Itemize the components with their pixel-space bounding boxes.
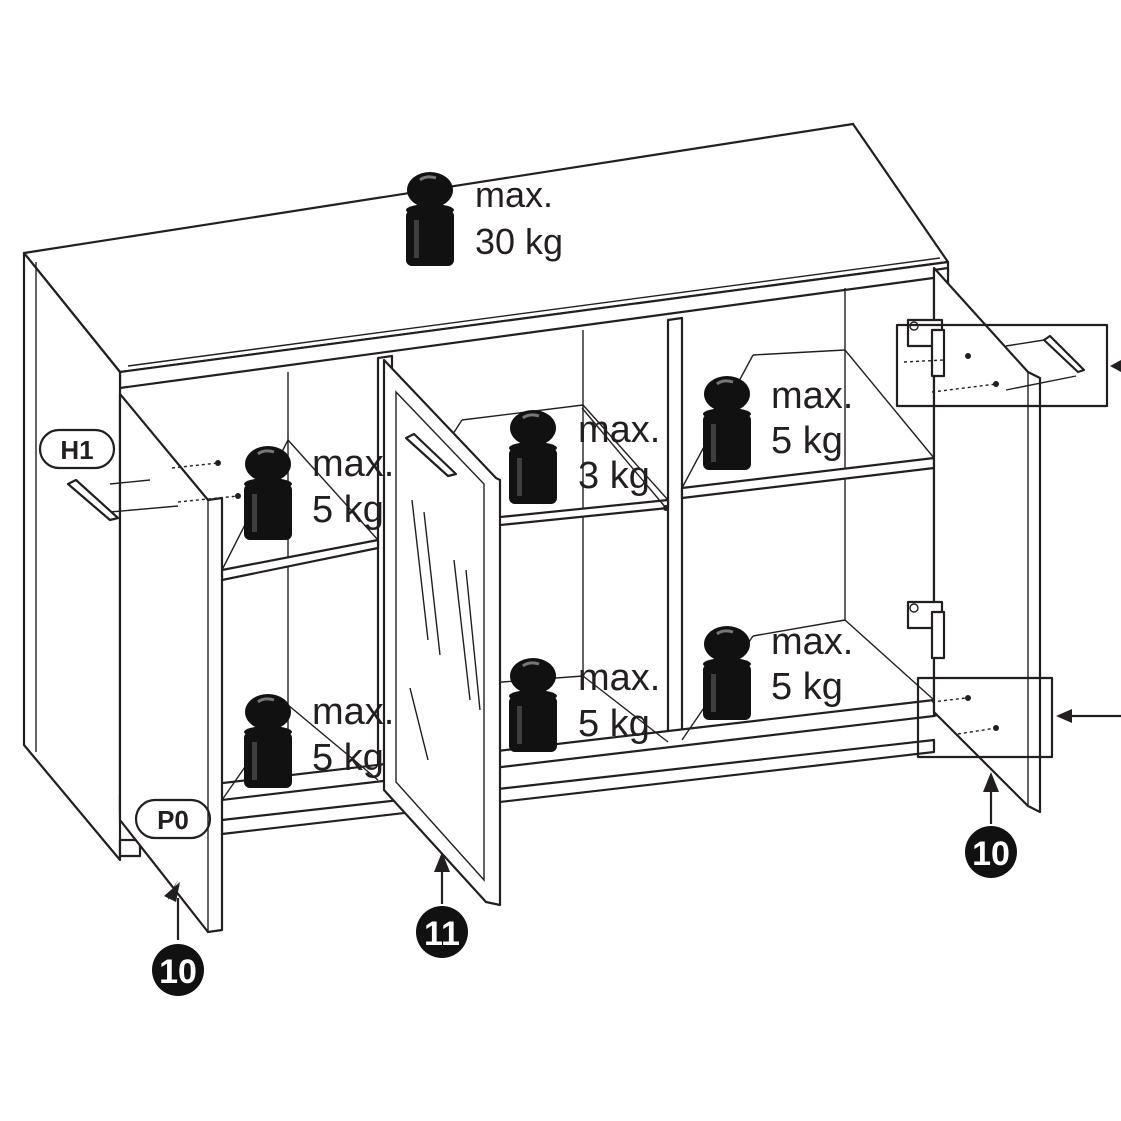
- hinge-bottom: [906, 600, 999, 735]
- weight-icon-shelf-1: [242, 444, 294, 542]
- shelf-load-4-line2: 5 kg: [312, 737, 384, 779]
- glass-door-frame: [382, 358, 502, 907]
- top-load-line2: 30 kg: [475, 221, 563, 262]
- weight-icon-shelf-3: [701, 374, 753, 472]
- right-door-handle: [1042, 334, 1086, 374]
- tag-h1: H1: [38, 428, 116, 470]
- weight-icon-top: [404, 170, 456, 268]
- arrow-left-door-icon: [164, 882, 180, 902]
- left-door: [109, 392, 241, 934]
- shelf-load-6-line1: max.: [771, 621, 853, 663]
- weight-icon-shelf-2: [507, 408, 559, 506]
- shelf-load-1-line1: max.: [312, 443, 394, 485]
- hinge-top: [903, 318, 999, 393]
- badge-left-door: [152, 944, 204, 996]
- callout-right-door: 10: [965, 772, 1017, 878]
- shelf-load-3-line2: 5 kg: [771, 420, 843, 462]
- tag-h1-label: H1: [60, 435, 93, 465]
- top-load-line1: max.: [475, 174, 553, 215]
- badge-right-door: [965, 826, 1017, 878]
- foot-left: [118, 838, 142, 858]
- callout-box-bottom: [916, 676, 1054, 759]
- shelf-load-3-line1: max.: [771, 375, 853, 417]
- tag-p0: P0: [134, 798, 212, 840]
- badge-glass-door-label: 11: [424, 915, 460, 953]
- arrow-glass-door-icon: [434, 852, 450, 872]
- arrow-top-icon: [1110, 360, 1121, 372]
- badge-glass-door: [416, 906, 468, 958]
- glass-door: [382, 358, 669, 907]
- shelf-load-5-line2: 5 kg: [578, 703, 650, 745]
- badge-right-door-label: 10: [972, 835, 1010, 873]
- glass-door-handle: [404, 432, 458, 478]
- handle-bar: [66, 478, 120, 522]
- weight-icon-shelf-6: [701, 624, 753, 722]
- shelf-load-6-line2: 5 kg: [771, 666, 843, 708]
- arrow-right-door-icon: [983, 772, 999, 792]
- badge-left-door-label: 10: [159, 953, 197, 991]
- callout-glass-door: 11: [416, 852, 468, 958]
- handle-h1: [66, 478, 120, 522]
- divider-right: [666, 316, 684, 745]
- glass-pane: [395, 390, 485, 882]
- shelf-load-2-line2: 3 kg: [578, 455, 650, 497]
- right-door-panel: [932, 266, 1042, 814]
- tag-p0-label: P0: [157, 805, 189, 835]
- weight-icon-shelf-5: [507, 656, 559, 754]
- shelf-load-2-line1: max.: [578, 409, 660, 451]
- shelf-load-1-line2: 5 kg: [312, 489, 384, 531]
- callout-left-door: 10: [152, 880, 204, 996]
- callout-box-top: [895, 323, 1109, 408]
- shelf-load-4-line1: max.: [312, 691, 394, 733]
- arrow-bottom-icon: [1056, 709, 1072, 723]
- right-door: [895, 266, 1121, 814]
- weight-icon-shelf-4: [242, 692, 294, 790]
- shelf-left: [220, 538, 380, 582]
- shelf-load-5-line1: max.: [578, 657, 660, 699]
